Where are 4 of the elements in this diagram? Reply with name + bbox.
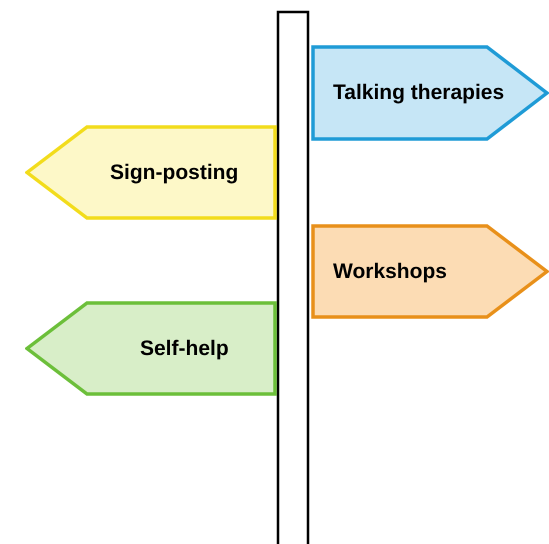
sign-label: Workshops bbox=[333, 260, 447, 284]
sign-label: Self-help bbox=[140, 336, 229, 360]
sign-label: Talking therapies bbox=[333, 81, 504, 105]
sign-label: Sign-posting bbox=[110, 160, 238, 184]
